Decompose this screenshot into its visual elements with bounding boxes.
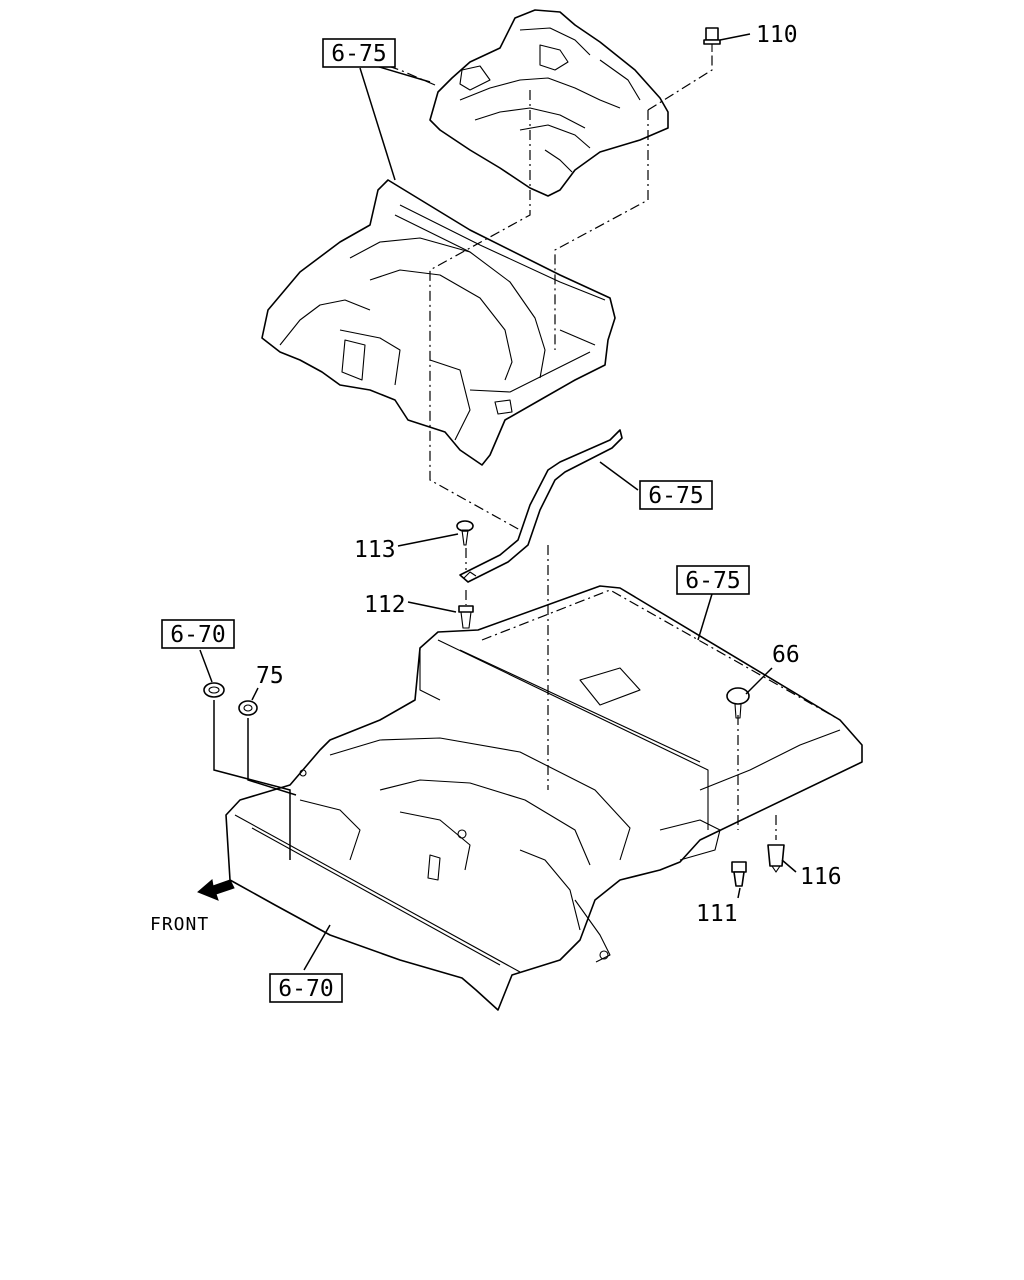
ref-box-bracket: 6-75 (639, 480, 713, 510)
screw-113-icon (456, 520, 474, 546)
rear-floor-panel (225, 585, 863, 1011)
ref-box-front-floor: 6-70 (269, 973, 343, 1003)
ref-front-floor-text: 6-70 (278, 976, 333, 1002)
clip-112-icon (458, 605, 474, 629)
plug-66-icon (726, 687, 750, 719)
ref-grommet-text: 6-70 (170, 622, 225, 648)
part-110-label: 110 (756, 22, 798, 48)
clip-111-icon (731, 861, 747, 887)
floor-bracket (459, 429, 623, 583)
clip-116-icon (767, 844, 785, 873)
ref-rear-floor-text: 6-75 (685, 568, 740, 594)
leader-lines (199, 33, 797, 971)
part-112-label: 112 (364, 592, 406, 618)
ref-bracket-text: 6-75 (648, 483, 703, 509)
ref-box-grommet: 6-70 (161, 619, 235, 649)
ref-box-top: 6-75 (322, 38, 396, 68)
ref-top-text: 6-75 (331, 41, 386, 67)
front-label: FRONT (150, 914, 209, 935)
upper-floor-panel (429, 9, 669, 197)
ref-box-rear-floor: 6-75 (676, 565, 750, 595)
connection-lines (213, 55, 841, 860)
grommet-6-70-icon (203, 682, 225, 698)
part-113-label: 113 (354, 537, 396, 563)
part-116-label: 116 (800, 864, 842, 890)
middle-floor-panel (261, 179, 616, 466)
bolt-110-icon (703, 27, 721, 52)
nut-75-icon (238, 700, 258, 716)
part-66-label: 66 (772, 642, 800, 668)
part-111-label: 111 (696, 901, 738, 927)
front-arrow-icon (197, 879, 235, 901)
part-75-label: 75 (256, 663, 284, 689)
fasteners (203, 27, 785, 887)
